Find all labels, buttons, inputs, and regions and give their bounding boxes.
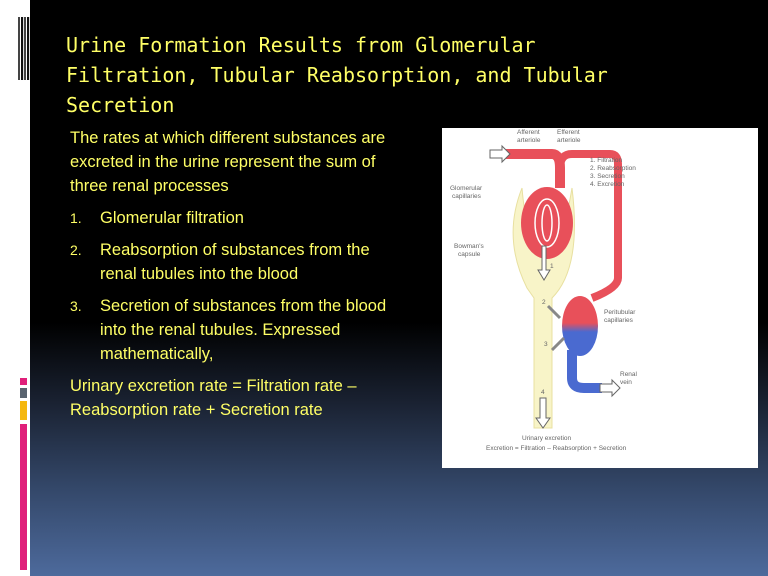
step-label: 1 (550, 263, 554, 270)
efferent-label: Efferent (557, 129, 580, 136)
list-text: Secretion of substances from the blood i… (100, 297, 387, 363)
list-text: Reabsorption of substances from the rena… (100, 241, 370, 283)
decorative-stripes (18, 17, 30, 80)
peritubular-label: capillaries (604, 317, 634, 324)
renal-vein-label: Renal (620, 371, 638, 378)
urinary-excretion-label: Urinary excretion (522, 435, 572, 442)
list-number: 2. (70, 242, 82, 258)
intro-text: The rates at which different substances … (70, 129, 386, 195)
nephron-diagram: Afferent arteriole Efferent arteriole 1.… (442, 128, 758, 468)
glomerulus (521, 187, 573, 259)
bowman-label: Bowman's (454, 243, 485, 250)
list-number: 1. (70, 210, 82, 226)
renal-vein-label: vein (620, 379, 632, 386)
afferent-arteriole (506, 149, 565, 188)
decorative-bar (20, 378, 27, 385)
legend-item: 1. Filtration (590, 157, 623, 164)
efferent-arteriole (556, 150, 622, 302)
glomerular-label: Glomerular (450, 185, 483, 192)
peritubular-label: Peritubular (604, 309, 636, 316)
decorative-bar (20, 401, 27, 420)
renal-vein-vessel (567, 350, 602, 393)
formula-text: Urinary excretion rate = Filtration rate… (70, 377, 357, 419)
list-item: 3. Secretion of substances from the blood… (70, 294, 400, 366)
afferent-label: arteriole (517, 137, 541, 144)
step-label: 3 (544, 341, 548, 348)
list-item: 1. Glomerular filtration (70, 206, 400, 230)
list-text: Glomerular filtration (100, 209, 244, 227)
slide-body: The rates at which different substances … (70, 126, 400, 430)
legend-item: 4. Excretion (590, 181, 625, 188)
afferent-label: Afferent (517, 129, 540, 136)
glomerular-label: capillaries (452, 193, 482, 200)
legend-item: 2. Reabsorption (590, 165, 636, 172)
legend-item: 3. Secretion (590, 173, 625, 180)
bowman-label: capsule (458, 251, 481, 258)
list-item: 2. Reabsorption of substances from the re… (70, 238, 400, 286)
list-number: 3. (70, 298, 82, 314)
slide-title: Urine Formation Results from Glomerular … (66, 33, 608, 117)
step-label: 2 (542, 299, 546, 306)
decorative-bar (20, 424, 27, 570)
efferent-label: arteriole (557, 137, 581, 144)
decorative-bar (20, 388, 27, 398)
step-label: 4 (541, 389, 545, 396)
equation-label: Excretion = Filtration – Reabsorption + … (486, 445, 627, 452)
peritubular-capillaries (562, 296, 598, 356)
